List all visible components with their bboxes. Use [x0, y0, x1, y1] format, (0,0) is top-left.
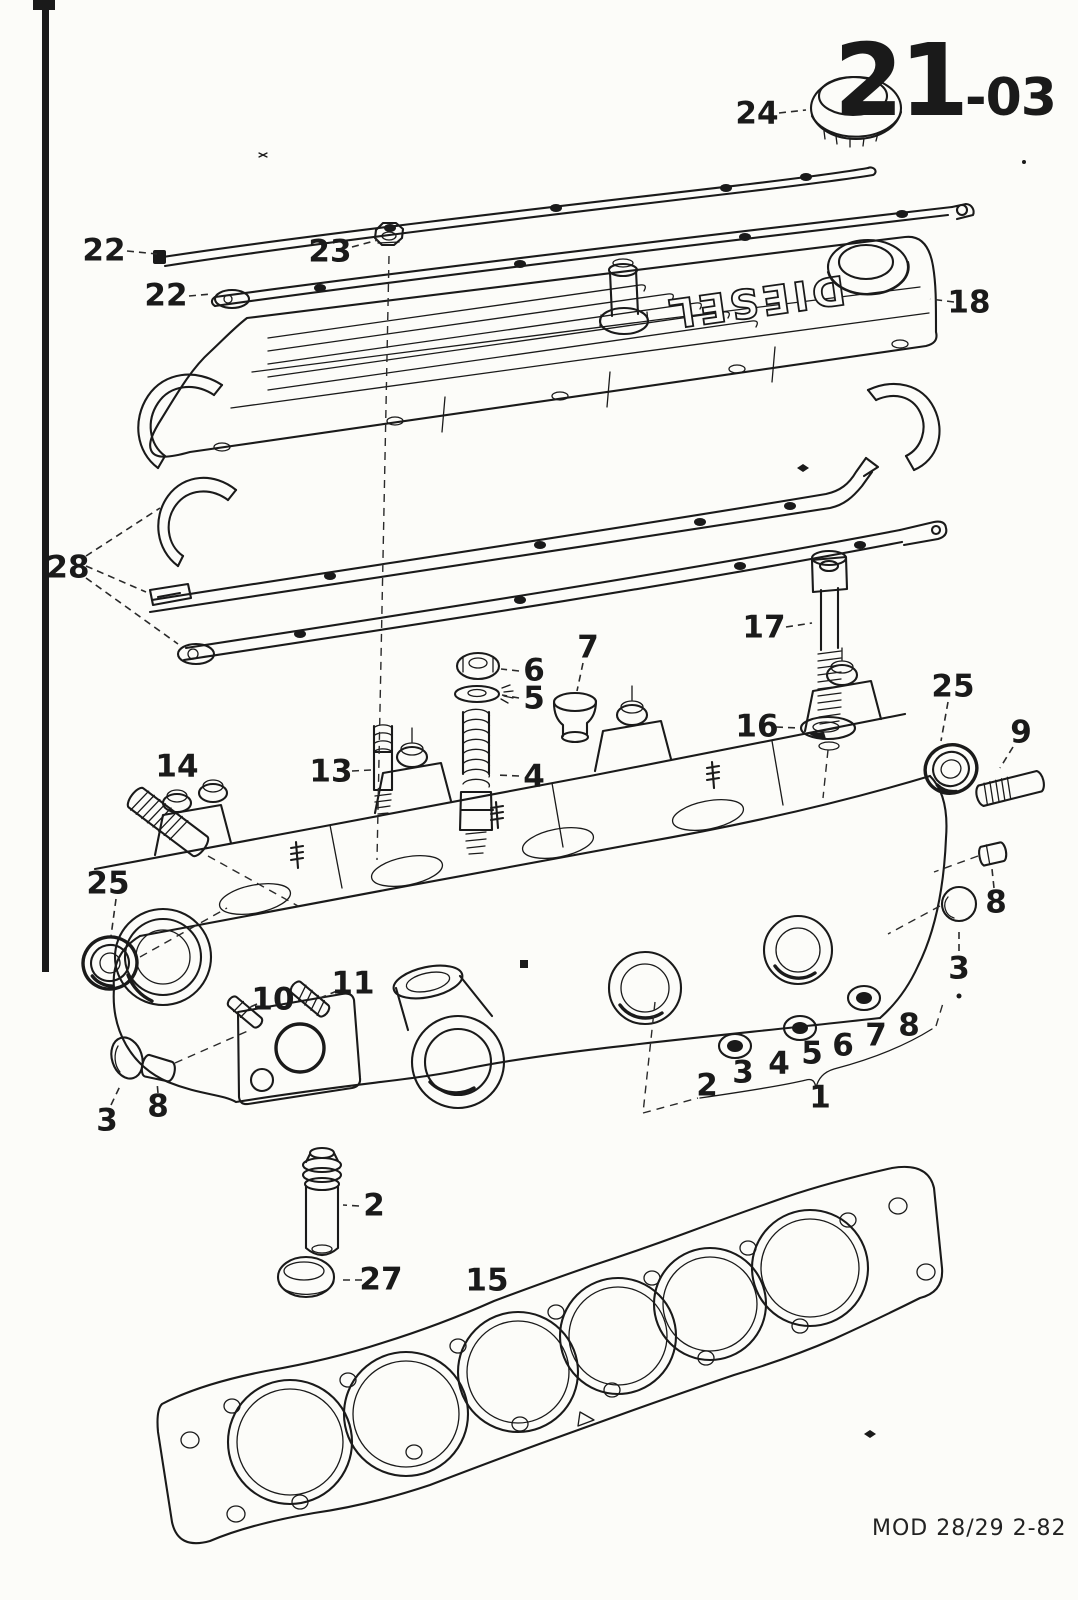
part-label-8: 8 — [147, 1088, 169, 1125]
part-seal-25-right — [919, 738, 983, 800]
part-label-2: 2 — [696, 1067, 718, 1104]
part-label-16: 16 — [735, 708, 779, 745]
part-label-22: 22 — [82, 232, 126, 269]
part-seal-27 — [278, 1257, 334, 1297]
part-valve-guide — [303, 1148, 341, 1255]
part-label-9: 9 — [1010, 714, 1032, 751]
part-label-15: 15 — [465, 1262, 509, 1299]
part-valve-cover: DIESEL — [150, 237, 936, 457]
part-label-27: 27 — [359, 1261, 403, 1298]
part-retaining-strip-lower — [212, 204, 974, 308]
part-label-6: 6 — [523, 652, 545, 689]
part-adjusting-screw-4 — [460, 709, 493, 854]
footer-stamp: MOD 28/29 2-82 — [872, 1516, 1067, 1541]
page-code: 21 -03 — [833, 22, 1057, 139]
part-label-28: 28 — [46, 549, 90, 586]
part-halfmoon-seal-left-top — [138, 375, 222, 468]
page-code-sub: -03 — [965, 68, 1057, 129]
page-edge-line — [33, 0, 55, 972]
part-label-14: 14 — [155, 748, 199, 785]
part-stud-9 — [974, 769, 1046, 807]
part-label-3: 3 — [732, 1054, 754, 1091]
part-head-gasket — [158, 1167, 943, 1543]
part-label-4: 4 — [768, 1045, 790, 1082]
part-label-5: 5 — [523, 680, 545, 717]
part-halfmoon-seal-left-mid — [158, 478, 236, 566]
part-label-4: 4 — [523, 758, 545, 795]
part-label-25: 25 — [931, 668, 975, 705]
part-halfmoon-seal-right — [868, 384, 940, 470]
part-label-8: 8 — [985, 884, 1007, 921]
part-nut-6 — [457, 653, 499, 679]
part-cover-gasket-upper — [150, 458, 878, 612]
part-cylinder-head — [95, 648, 946, 1108]
part-plug-7 — [554, 693, 596, 742]
part-label-2: 2 — [363, 1187, 385, 1224]
part-plug-8-right — [978, 842, 1008, 866]
part-cap-3-left — [106, 1033, 148, 1082]
print-specks — [259, 153, 1026, 1438]
part-retaining-strip-upper — [153, 167, 876, 266]
part-pin-11 — [288, 979, 332, 1020]
part-label-3: 3 — [948, 950, 970, 987]
part-label-7: 7 — [577, 629, 599, 666]
part-cover-gasket-lower — [178, 522, 946, 664]
page-code-main: 21 — [833, 22, 969, 139]
part-label-10: 10 — [251, 981, 295, 1018]
part-washer-5 — [455, 685, 513, 703]
part-washer-16 — [801, 717, 855, 739]
group-brace — [700, 1029, 932, 1098]
part-cap-3-right — [942, 887, 976, 999]
part-label-11: 11 — [331, 965, 375, 1002]
part-oil-cap — [811, 77, 901, 147]
part-label-17: 17 — [742, 609, 786, 646]
part-label-13: 13 — [309, 753, 353, 790]
part-plug-8-left — [140, 1054, 177, 1082]
part-label-23: 23 — [308, 233, 352, 270]
part-label-6: 6 — [832, 1027, 854, 1064]
part-label-5: 5 — [801, 1035, 823, 1072]
part-label-24: 24 — [735, 95, 779, 132]
part-label-8: 8 — [898, 1007, 920, 1044]
part-label-18: 18 — [947, 284, 991, 321]
cover-embossed-text: DIESEL — [662, 266, 848, 337]
part-label-1: 1 — [809, 1079, 831, 1116]
part-stud-14 — [124, 785, 212, 860]
part-label-3: 3 — [96, 1102, 118, 1139]
part-label-25: 25 — [86, 865, 130, 902]
part-label-22: 22 — [144, 277, 188, 314]
part-label-7: 7 — [865, 1017, 887, 1054]
